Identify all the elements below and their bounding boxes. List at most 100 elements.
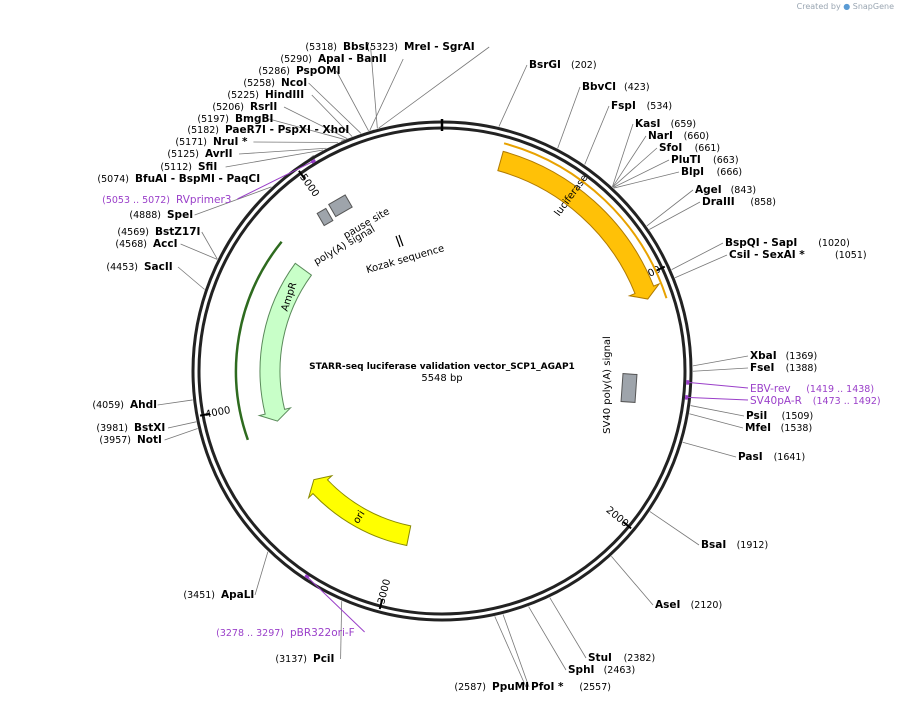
enzyme-psii[interactable]: PsiI bbox=[746, 410, 767, 422]
enzyme-leader-line bbox=[612, 135, 647, 188]
enzyme-leader-line bbox=[225, 149, 324, 168]
primer-pbr322ori-f[interactable]: pBR322ori-F bbox=[290, 627, 355, 639]
enzyme-pcii[interactable]: PciI bbox=[313, 653, 334, 665]
enzyme-leader-line bbox=[494, 616, 527, 688]
enzyme-sfii[interactable]: SfiI bbox=[198, 161, 217, 173]
enzyme-leader-line bbox=[612, 123, 634, 187]
enzyme-ahdi[interactable]: AhdI bbox=[130, 399, 157, 411]
enzyme-csii-sexai[interactable]: CsiI - SexAI * bbox=[729, 249, 805, 261]
enzyme-position: (5290) bbox=[280, 54, 312, 65]
tick-mark bbox=[655, 265, 666, 272]
enzyme-position: (2382) bbox=[624, 653, 656, 664]
enzyme-leader-line bbox=[692, 355, 749, 367]
feature-label-sv40-polya: SV40 poly(A) signal bbox=[602, 336, 613, 434]
enzyme-ppumi[interactable]: PpuMI bbox=[492, 681, 529, 693]
enzyme-leader-line bbox=[649, 201, 701, 230]
enzyme-fspi[interactable]: FspI bbox=[611, 100, 636, 112]
enzyme-bstxi[interactable]: BstXI bbox=[134, 422, 165, 434]
enzyme-bbvci[interactable]: BbvCI bbox=[582, 81, 616, 93]
enzyme-sacii[interactable]: SacII bbox=[144, 261, 173, 273]
enzyme-leader-line bbox=[336, 70, 369, 132]
enzyme-nrui[interactable]: NruI * bbox=[213, 136, 248, 148]
enzyme-mrei-sgrai[interactable]: MreI - SgrAI bbox=[404, 41, 475, 53]
enzyme-position: (663) bbox=[713, 155, 739, 166]
brand-watermark: Created by ● SnapGene bbox=[797, 2, 894, 11]
enzyme-xbai[interactable]: XbaI bbox=[750, 350, 777, 362]
enzyme-apali[interactable]: ApaLI bbox=[221, 589, 254, 601]
enzyme-ncoi[interactable]: NcoI bbox=[281, 77, 307, 89]
enzyme-pfoi[interactable]: PfoI * bbox=[531, 681, 564, 693]
enzyme-position: (1388) bbox=[786, 363, 818, 374]
enzyme-bsrgi[interactable]: BsrGI bbox=[529, 59, 561, 71]
enzyme-pluti[interactable]: PluTI bbox=[671, 154, 701, 166]
enzyme-leader-line bbox=[613, 159, 670, 188]
enzyme-bmgbi[interactable]: BmgBI bbox=[235, 113, 273, 125]
enzyme-leader-line bbox=[177, 266, 205, 290]
enzyme-leader-line bbox=[682, 441, 737, 458]
feature-ampr-promoter bbox=[234, 240, 283, 441]
enzyme-bspqi-sapi[interactable]: BspQI - SapI bbox=[725, 237, 797, 249]
enzyme-position: (3981) bbox=[96, 423, 128, 434]
enzyme-position: (5318) bbox=[305, 42, 337, 53]
enzyme-pspomi[interactable]: PspOMI bbox=[296, 65, 341, 77]
enzyme-position: (1912) bbox=[737, 540, 769, 551]
enzyme-position: (4569) bbox=[117, 227, 149, 238]
primer-range: (3278 .. 3297) bbox=[216, 628, 284, 639]
enzyme-apai-banii[interactable]: ApaI - BanII bbox=[318, 53, 387, 65]
enzyme-bfuai-bspmi-paqci[interactable]: BfuAI - BspMI - PaqCI bbox=[135, 173, 260, 185]
enzyme-leader-line bbox=[649, 511, 700, 546]
enzyme-leader-line bbox=[498, 64, 528, 127]
enzyme-stui[interactable]: StuI bbox=[588, 652, 612, 664]
enzyme-position: (534) bbox=[647, 101, 673, 112]
enzyme-sphi[interactable]: SphI bbox=[568, 664, 594, 676]
primers: EBV-rev(1419 .. 1438)SV40pA-R(1473 .. 14… bbox=[102, 158, 881, 639]
enzyme-leader-line bbox=[613, 171, 680, 189]
primer-range: (1473 .. 1492) bbox=[813, 396, 881, 407]
primer-sv40pa-r[interactable]: SV40pA-R bbox=[750, 395, 802, 407]
enzyme-bstz17i[interactable]: BstZ17I bbox=[155, 226, 200, 238]
enzyme-leader-line bbox=[254, 551, 269, 596]
feature-polya-signal bbox=[316, 207, 334, 227]
enzyme-position: (1020) bbox=[818, 238, 850, 249]
enzyme-leader-line bbox=[201, 231, 218, 260]
enzyme-bsai[interactable]: BsaI bbox=[701, 539, 726, 551]
enzyme-blpi[interactable]: BlpI bbox=[681, 166, 704, 178]
enzyme-kasi[interactable]: KasI bbox=[635, 118, 660, 130]
enzyme-avrii[interactable]: AvrII bbox=[205, 148, 233, 160]
enzyme-position: (1369) bbox=[786, 351, 818, 362]
enzyme-position: (5171) bbox=[175, 137, 207, 148]
feature-kozak-mark bbox=[398, 234, 404, 247]
enzyme-pasi[interactable]: PasI bbox=[738, 451, 763, 463]
enzyme-spei[interactable]: SpeI bbox=[167, 209, 193, 221]
enzyme-bbsi[interactable]: BbsI bbox=[343, 41, 369, 53]
enzyme-asei[interactable]: AseI bbox=[655, 599, 680, 611]
enzyme-hindiii[interactable]: HindIII bbox=[265, 89, 304, 101]
primer-ebv-rev[interactable]: EBV-rev bbox=[750, 383, 791, 395]
enzyme-position: (4888) bbox=[129, 210, 161, 221]
enzyme-paer7i-pspxi-xhoi[interactable]: PaeR7I - PspXI - XhoI bbox=[225, 124, 349, 136]
tick-label: 4000 bbox=[204, 405, 231, 420]
primer-rvprimer3[interactable]: RVprimer3 bbox=[176, 194, 232, 206]
enzyme-fsei[interactable]: FseI bbox=[750, 362, 774, 374]
enzyme-leader-line bbox=[167, 421, 197, 429]
enzyme-position: (2587) bbox=[454, 682, 486, 693]
enzyme-nari[interactable]: NarI bbox=[648, 130, 673, 142]
enzyme-agei[interactable]: AgeI bbox=[695, 184, 722, 196]
enzyme-position: (5074) bbox=[97, 174, 129, 185]
enzyme-draiii[interactable]: DraIII bbox=[702, 196, 735, 208]
enzyme-leader-line bbox=[369, 58, 404, 131]
enzyme-sfoi[interactable]: SfoI bbox=[659, 142, 682, 154]
enzyme-acci[interactable]: AccI bbox=[153, 238, 177, 250]
enzyme-rsrii[interactable]: RsrII bbox=[250, 101, 277, 113]
enzyme-noti[interactable]: NotI bbox=[137, 434, 162, 446]
enzyme-position: (4568) bbox=[115, 239, 147, 250]
enzyme-position: (5197) bbox=[197, 114, 229, 125]
enzyme-leader-line bbox=[689, 413, 744, 429]
enzyme-leader-line bbox=[584, 105, 610, 165]
enzyme-leader-line bbox=[549, 597, 587, 659]
enzyme-mfei[interactable]: MfeI bbox=[745, 422, 771, 434]
enzyme-leader-line bbox=[194, 186, 272, 216]
enzyme-leader-line bbox=[612, 147, 658, 188]
enzyme-leader-line bbox=[238, 147, 327, 155]
enzyme-position: (2463) bbox=[604, 665, 636, 676]
